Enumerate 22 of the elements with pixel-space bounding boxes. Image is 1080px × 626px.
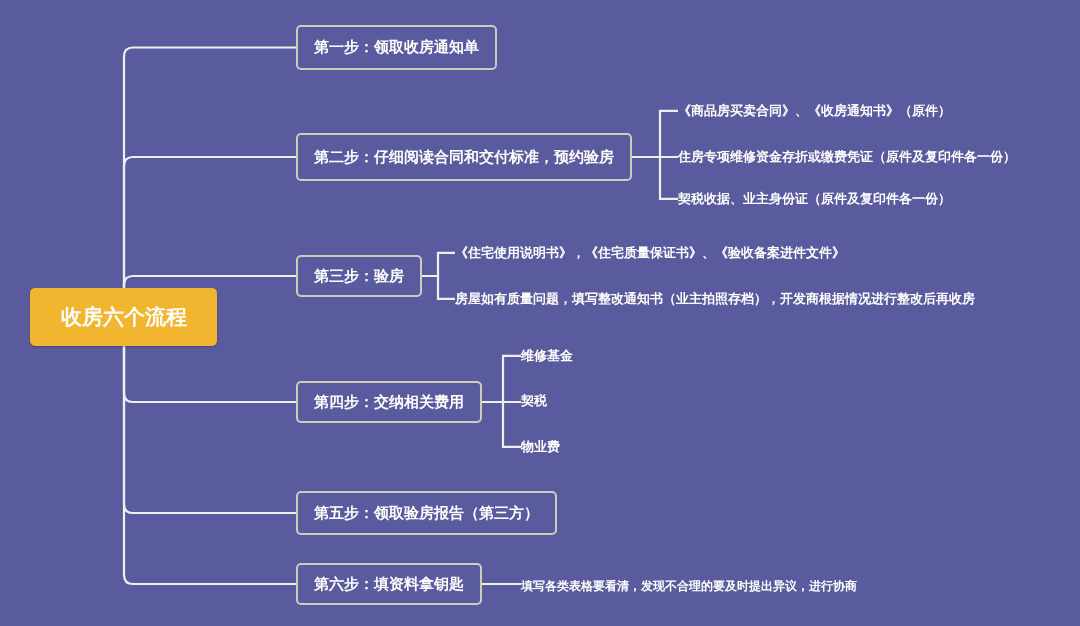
detail-text: 房屋如有质量问题，填写整改通知书（业主拍照存档），开发商根据情况进行整改后再收房 (455, 291, 975, 307)
detail-text: 《商品房买卖合同》、《收房通知书》（原件） (678, 103, 951, 119)
step-box: 第六步：填资料拿钥匙 (296, 563, 482, 605)
branch-line (122, 274, 296, 288)
branch-line (422, 274, 455, 300)
central-topic-box: 收房六个流程 (30, 288, 217, 346)
detail-text: 契税收据、业主身份证（原件及复印件各一份） (678, 191, 951, 207)
detail-text: 住房专项维修资金存折或缴费凭证（原件及复印件各一份） (678, 149, 1016, 165)
detail-text: 《住宅使用说明书》，《住宅质量保证书》、《验收备案进件文件》 (455, 245, 845, 261)
step-box: 第五步：领取验房报告（第三方） (296, 491, 557, 535)
branch-line (632, 155, 678, 200)
step-box: 第二步：仔细阅读合同和交付标准，预约验房 (296, 133, 632, 181)
detail-text: 物业费 (521, 439, 560, 455)
branch-line (482, 582, 521, 586)
branch-line (482, 400, 521, 448)
detail-text: 契税 (521, 393, 547, 409)
detail-text: 填写各类表格要看清，发现不合理的要及时提出异议，进行协商 (521, 579, 857, 594)
step-box: 第一步：领取收房通知单 (296, 25, 497, 70)
step-box: 第四步：交纳相关费用 (296, 381, 482, 423)
step-box: 第三步：验房 (296, 255, 422, 297)
detail-text: 维修基金 (521, 348, 573, 364)
branch-line (122, 346, 296, 586)
